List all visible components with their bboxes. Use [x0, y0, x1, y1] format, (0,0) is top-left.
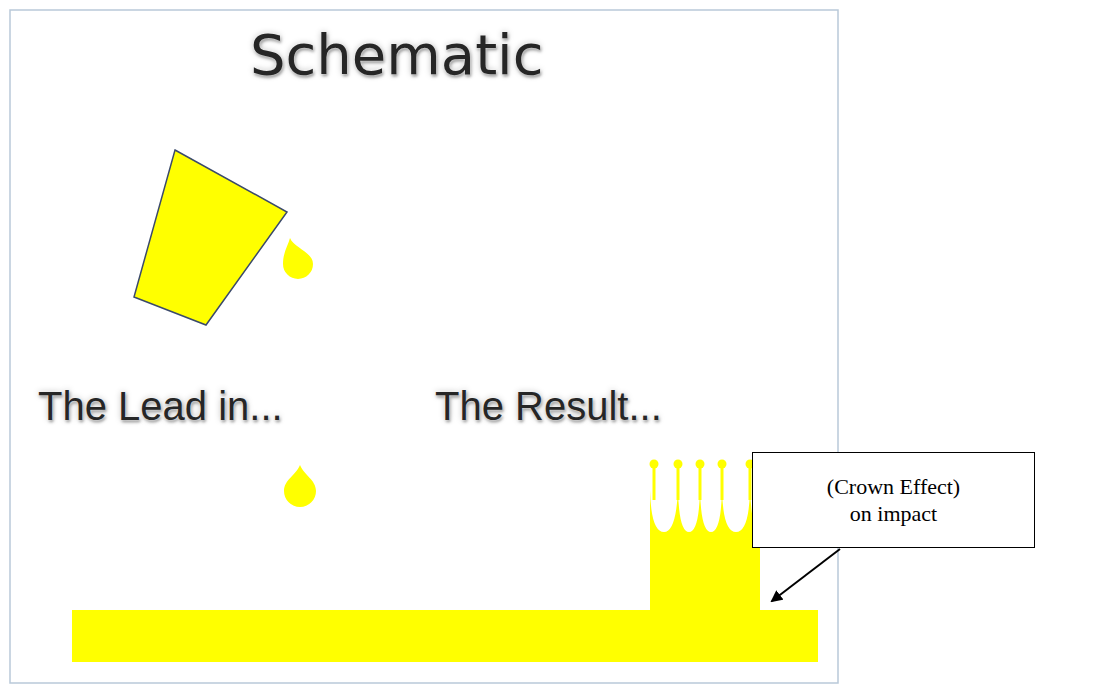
falling-drop — [283, 238, 313, 279]
caption-label: The Lead in... — [38, 384, 283, 429]
title: Schematic — [250, 22, 543, 87]
callout-box: (Crown Effect) on impact — [752, 452, 1035, 548]
leader-arrow — [772, 549, 840, 601]
crown-splash — [650, 490, 760, 612]
ladle-cup — [134, 150, 287, 325]
crown-droplets — [650, 460, 755, 469]
frame — [10, 10, 838, 683]
crown-prongs — [654, 466, 750, 500]
callout-text: (Crown Effect) on impact — [814, 473, 974, 528]
caption-label: The Result... — [435, 384, 662, 429]
lead-pool — [72, 610, 818, 662]
callout-texts: (Crown Effect) on impact — [814, 473, 974, 528]
falling-drop — [284, 465, 316, 507]
